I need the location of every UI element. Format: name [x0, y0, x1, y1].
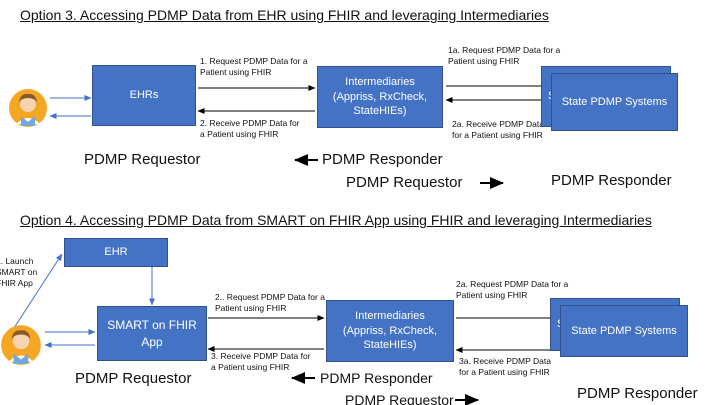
receive-label-3a: 3a. Receive PDMP Data for a Patient usin…	[459, 356, 551, 378]
option4-title: Option 4. Accessing PDMP Data from SMART…	[20, 212, 652, 228]
doctor-avatar-icon	[8, 86, 48, 135]
request-label-1: 1. Request PDMP Data for a Patient using…	[200, 56, 308, 78]
request-label-1a: 1a. Request PDMP Data for a Patient usin…	[448, 45, 561, 67]
request-label-2a: 2a. Request PDMP Data for a Patient usin…	[456, 279, 569, 301]
intermediaries-box-label: Intermediaries (Appriss, RxCheck, StateH…	[332, 75, 428, 118]
state-pdmp-box-4-label: State PDMP Systems	[571, 324, 677, 337]
ehr-box: EHR	[64, 238, 168, 267]
smart-on-fhir-app-label: SMART on FHIR App	[107, 318, 197, 349]
state-pdmp-box-4: State PDMP Systems	[560, 305, 688, 357]
pdmp-responder-label-right: PDMP Responder	[551, 172, 672, 189]
option3-title: Option 3. Accessing PDMP Data from EHR u…	[20, 7, 549, 23]
receive-label-2: 2. Receive PDMP Data for a Patient using…	[200, 118, 300, 140]
state-pdmp-box-label: State PDMP Systems	[561, 95, 668, 108]
ehrs-box-label: EHRs	[129, 89, 159, 102]
pdmp-responder-label-mid: PDMP Responder	[322, 151, 443, 168]
state-pdmp-box: State PDMP Systems	[551, 73, 678, 131]
launch-label: 1. Launch SMART on FHIR App	[0, 256, 38, 289]
receive-label-3: 3. Receive PDMP Data for a Patient using…	[211, 351, 311, 373]
pdmp-requestor-label-4: PDMP Requestor	[75, 370, 192, 387]
doctor-avatar-icon	[0, 322, 42, 373]
smart-on-fhir-app-box: SMART on FHIR App	[97, 306, 207, 361]
intermediaries-box-4: Intermediaries (Appriss, RxCheck, StateH…	[326, 300, 454, 362]
launch-arrow	[13, 253, 63, 329]
pdmp-requestor-label: PDMP Requestor	[84, 151, 201, 168]
receive-label-2a: 2a. Receive PDMP Data for a Patient usin…	[452, 119, 544, 141]
intermediaries-box: Intermediaries (Appriss, RxCheck, StateH…	[317, 66, 443, 128]
request-label-2: 2.. Request PDMP Data for a Patient usin…	[215, 292, 325, 314]
pdmp-responder-label-right-4: PDMP Responder	[577, 385, 698, 402]
pdmp-requestor-label-mid-4: PDMP Requestor	[345, 392, 454, 405]
intermediaries-box-4-label: Intermediaries (Appriss, RxCheck, StateH…	[342, 309, 438, 352]
ehr-box-label: EHR	[104, 246, 128, 259]
ehrs-box: EHRs	[92, 65, 196, 126]
pdmp-requestor-label-mid: PDMP Requestor	[346, 174, 463, 191]
pdmp-responder-label-mid-4: PDMP Responder	[320, 370, 433, 386]
